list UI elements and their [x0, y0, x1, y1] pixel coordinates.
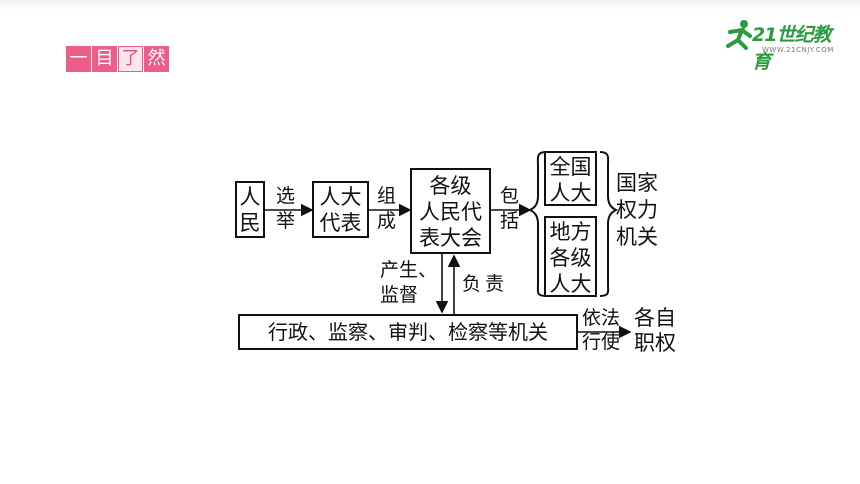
congress-text-2: 人民代	[419, 200, 482, 224]
compose-text-1: 组	[377, 185, 397, 207]
people-box: 人 民	[235, 181, 265, 238]
right-brace	[599, 151, 619, 297]
produce-text: 产生、	[380, 259, 438, 281]
elect-text-1: 选	[276, 185, 296, 207]
include-text-1: 包	[500, 185, 520, 207]
npc-box: 全国 人大	[544, 151, 597, 206]
include-text-2: 括	[500, 210, 520, 232]
by-law-label: 依法 行使	[582, 306, 620, 354]
produce-supervise-label: 产生、 监督	[380, 258, 437, 308]
badge-char-4: 然	[144, 46, 169, 72]
own-powers-label: 各自 职权	[634, 306, 676, 356]
elect-text-2: 举	[276, 210, 296, 232]
npc-text-1: 全国	[549, 155, 592, 179]
state-organs-text-2: 权力	[616, 198, 658, 222]
include-label: 包 括	[500, 184, 519, 234]
deputies-box: 人大 代表	[312, 181, 369, 238]
compose-label: 组 成	[377, 184, 396, 234]
npc-text-2: 人大	[549, 181, 592, 205]
top-bar	[0, 0, 860, 10]
logo-url: WWW.21CNJY.COM	[762, 46, 834, 54]
site-logo: 21世纪教育 WWW.21CNJY.COM	[722, 16, 842, 73]
own-powers-text-1: 各自	[634, 306, 676, 330]
exercise-text: 行使	[582, 331, 621, 353]
state-organs-text-3: 机关	[616, 225, 658, 249]
deputies-text-2: 代表	[319, 211, 362, 235]
local-text-2: 各级	[549, 246, 592, 270]
supervise-text: 监督	[380, 284, 419, 306]
logo-text: 21世纪教育	[752, 24, 831, 73]
by-law-text: 依法	[582, 307, 621, 329]
congress-text-1: 各级	[429, 174, 472, 198]
other-organs-box: 行政、监察、审判、检察等机关	[238, 314, 578, 350]
badge-char-1: 一	[66, 46, 91, 72]
left-brace	[527, 151, 547, 297]
section-badge: 一 目 了 然	[66, 46, 170, 72]
local-text-3: 人大	[549, 272, 592, 296]
people-text-2: 民	[239, 211, 261, 235]
local-congress-box: 地方 各级 人大	[544, 216, 597, 297]
people-text-1: 人	[239, 185, 261, 209]
deputies-text-1: 人大	[319, 185, 362, 209]
runner-icon	[726, 20, 752, 50]
state-organs-text-1: 国家	[616, 171, 658, 195]
congress-text-3: 表大会	[419, 226, 482, 250]
state-organs-label: 国家 权力 机关	[616, 170, 658, 251]
compose-text-2: 成	[377, 210, 397, 232]
responsible-label: 负责	[462, 273, 509, 295]
congress-box: 各级 人民代 表大会	[410, 168, 491, 254]
own-powers-text-2: 职权	[634, 331, 676, 355]
local-text-1: 地方	[549, 220, 592, 244]
badge-char-3: 了	[118, 46, 143, 72]
elect-label: 选 举	[276, 184, 295, 234]
badge-char-2: 目	[92, 46, 117, 72]
